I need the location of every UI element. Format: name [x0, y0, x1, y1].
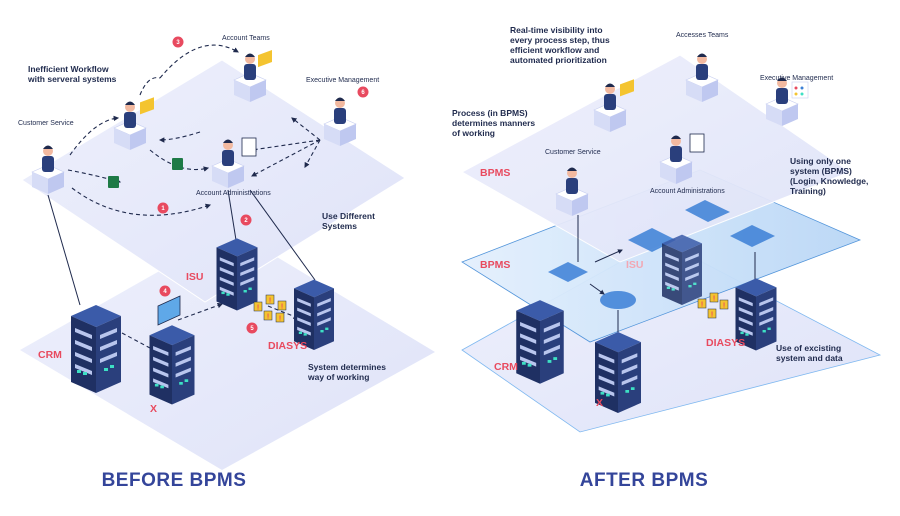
system-label-x: X: [596, 397, 603, 409]
after-system-labels: ISU CRM X DIASYS: [494, 259, 745, 409]
x-server: [149, 325, 195, 405]
before-role-labels: Account Teams Executive Management Custo…: [18, 35, 379, 197]
before-connector-lines: [47, 189, 316, 306]
access-teams-station: [685, 53, 719, 103]
system-label-isu: ISU: [626, 259, 644, 271]
step-badge-3: 3: [172, 36, 184, 48]
after-panel: Accesses Teams Executive Management Cust…: [452, 25, 882, 491]
step-badge-2: 2: [240, 214, 252, 226]
step-badge-1: 1: [157, 202, 169, 214]
system-label-diasys: DIASYS: [268, 340, 307, 352]
card-reader-icon: [157, 295, 181, 326]
svg-text:6: 6: [361, 90, 365, 96]
note-existing-systems: Use of excisting system and data: [776, 343, 844, 363]
after-notes: Real-time visibility into every process …: [452, 25, 871, 363]
system-label-diasys: DIASYS: [706, 337, 745, 349]
system-label-crm: CRM: [38, 349, 62, 361]
after-stations: [555, 53, 809, 217]
warning-icon: [277, 300, 287, 311]
process-step: [548, 262, 588, 282]
role-executive: Executive Management: [760, 75, 833, 82]
isu-server: [662, 234, 702, 305]
step-badge-5: 5: [246, 322, 258, 334]
warning-icon: [275, 312, 285, 323]
layer-label-bpms-middle: BPMS: [480, 259, 510, 271]
role-access-teams: Accesses Teams: [676, 32, 729, 39]
layer-label-bpms-top: BPMS: [480, 167, 510, 179]
warning-icon: [265, 294, 275, 305]
bpms-process-shapes: [548, 200, 775, 309]
process-step: [730, 225, 775, 247]
before-workflow-arrows: [67, 44, 321, 349]
svg-text:3: 3: [176, 40, 180, 46]
warning-icon: [719, 299, 729, 310]
process-step: [685, 200, 730, 222]
process-event: [600, 291, 636, 309]
system-label-crm: CRM: [494, 361, 518, 373]
middle-station: [113, 97, 154, 151]
after-role-labels: Accesses Teams Executive Management Cust…: [545, 32, 833, 195]
warning-icon: [707, 308, 717, 319]
role-customer-service: Customer Service: [18, 120, 74, 127]
before-notes: Inefficient Workflow with serveral syste…: [27, 64, 388, 382]
bpms-user-station: [593, 79, 634, 133]
before-title: BEFORE BPMS: [102, 470, 247, 491]
note-real-time-visibility: Real-time visibility into every process …: [510, 25, 612, 65]
crm-server: [516, 300, 564, 384]
role-account-teams: Account Teams: [222, 35, 270, 42]
account-admin-station: [211, 137, 257, 189]
before-system-labels: ISU CRM X DIASYS: [38, 271, 307, 415]
customer-service-station: [31, 145, 65, 195]
role-customer-service: Customer Service: [545, 149, 601, 156]
role-account-admin: Account Administrations: [650, 188, 725, 195]
warning-icon: [697, 298, 707, 309]
isu-server: [216, 238, 258, 311]
note-inefficient-workflow: Inefficient Workflow with serveral syste…: [27, 64, 117, 84]
note-system-determines: System determines way of working: [307, 362, 388, 382]
after-title: AFTER BPMS: [580, 470, 709, 491]
crm-server: [71, 305, 121, 393]
system-label-x: X: [150, 403, 157, 415]
account-admin-station: [659, 133, 705, 185]
before-stations: [31, 49, 357, 195]
svg-text:2: 2: [244, 218, 248, 224]
role-account-admin: Account Administrations: [196, 190, 271, 197]
svg-text:4: 4: [163, 289, 167, 295]
executive-station: [323, 97, 357, 147]
role-executive: Executive Management: [306, 77, 379, 84]
excel-icon: [108, 176, 119, 188]
before-panel: 3 6 1 2 4 5 Account Teams Executive Mana…: [18, 35, 435, 491]
step-badges: 3 6 1 2 4 5: [157, 36, 369, 334]
account-teams-station: [233, 49, 272, 103]
svg-text:5: 5: [250, 326, 254, 332]
note-only-one-system: Using only one system (BPMS) (Login, Kno…: [790, 156, 871, 196]
warning-icon: [709, 292, 719, 303]
excel-icon: [172, 158, 183, 170]
note-different-systems: Use Different Systems: [322, 211, 377, 231]
step-badge-4: 4: [159, 285, 171, 297]
warning-icon: [263, 310, 273, 321]
note-process-determines: Process (in BPMS) determines manners of …: [452, 108, 538, 138]
step-badge-6: 6: [357, 86, 369, 98]
svg-text:1: 1: [161, 206, 165, 212]
warning-icon: [253, 301, 263, 312]
system-label-isu: ISU: [186, 271, 204, 283]
after-layer-labels: BPMS BPMS: [480, 167, 510, 271]
executive-station: [765, 77, 809, 127]
